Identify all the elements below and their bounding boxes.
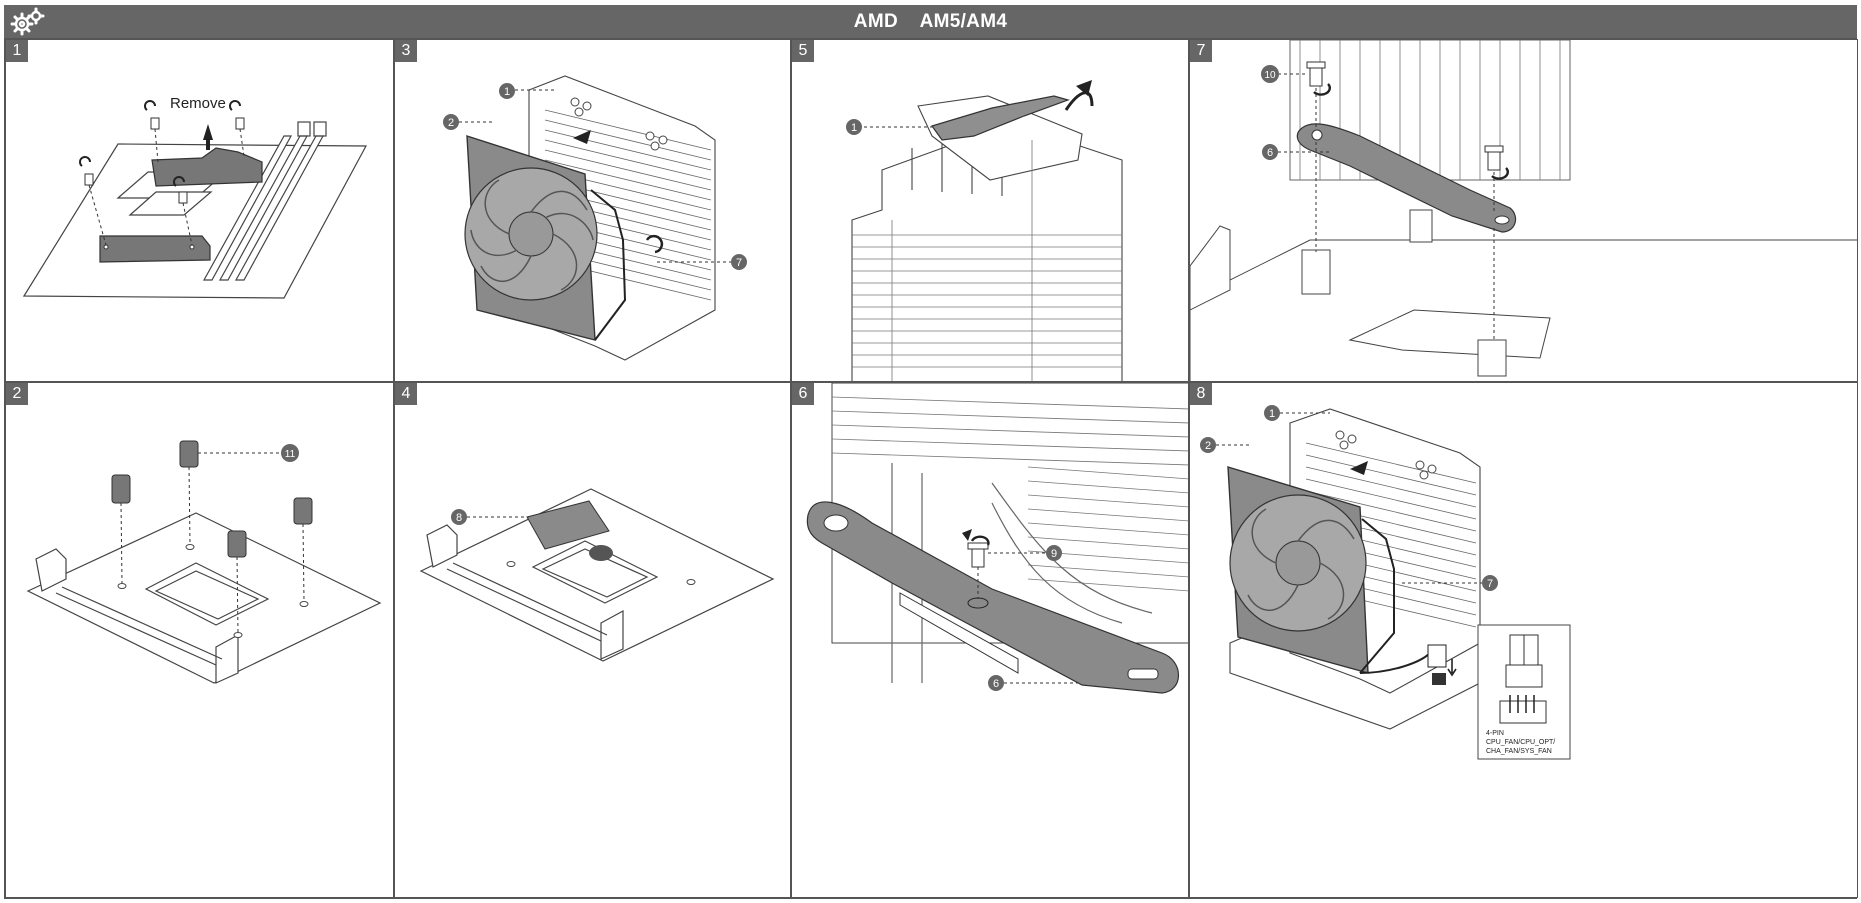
step-5-illustration: 1 [846,80,1123,381]
header-label-line2: CHA_FAN/SYS_FAN [1486,748,1552,755]
callout-label: 9 [1051,548,1057,560]
step-number: 4 [395,383,417,405]
step-7-illustration: 10 6 [1190,40,1857,381]
callout-label: 1 [851,122,857,134]
step-1-illustration: Remove [22,95,368,299]
step-4-panel: 4 8 [394,382,791,898]
header-title: AMD AM5/AM4 [853,11,1008,32]
callout-label: 6 [993,678,999,690]
step-number: 5 [792,40,814,62]
step-number: 6 [792,383,814,405]
callout-label: 8 [456,512,462,524]
fan-connector-inset: 4-PIN CPU_FAN/CPU_OPT/ CHA_FAN/SYS_FAN [1477,624,1571,760]
header-label-line1: CPU_FAN/CPU_OPT/ [1486,739,1555,746]
steps-grid: 1 [4,38,1858,899]
callout-label: 7 [736,257,742,269]
step-7-panel: 7 [1189,39,1858,382]
step-number: 1 [6,40,28,62]
step-number: 7 [1190,40,1212,62]
callout-label: 6 [1267,147,1273,159]
gears-icon [10,7,45,36]
remove-label: Remove [170,95,226,112]
step-3-illustration: 1 2 7 [443,75,747,361]
callout-label: 2 [1205,440,1211,452]
step-5-panel: 5 1 [791,39,1189,382]
step-number: 2 [6,383,28,405]
step-8-illustration: 1 2 7 4-PIN CPU_FAN/CPU_OPT/ CHA_FAN/SYS… [1200,405,1571,760]
step-6-illustration: 9 6 [806,383,1188,694]
pin-label: 4-PIN [1486,730,1504,737]
step-2-illustration: 11 [26,440,382,684]
step-1-panel: 1 [5,39,394,382]
callout-label: 10 [1264,70,1276,81]
step-4-illustration: 8 [419,488,775,662]
callout-label: 2 [448,117,454,129]
callout-label: 7 [1487,578,1493,590]
step-8-panel: 8 [1189,382,1858,898]
step-3-panel: 3 [394,39,791,382]
callout-label: 11 [285,449,296,460]
header-bar: AMD AM5/AM4 [4,5,1857,38]
step-2-panel: 2 [5,382,394,898]
step-number: 8 [1190,383,1212,405]
callout-label: 1 [504,86,510,98]
step-6-panel: 6 [791,382,1189,898]
callout-label: 1 [1269,408,1275,420]
step-number: 3 [395,40,417,62]
